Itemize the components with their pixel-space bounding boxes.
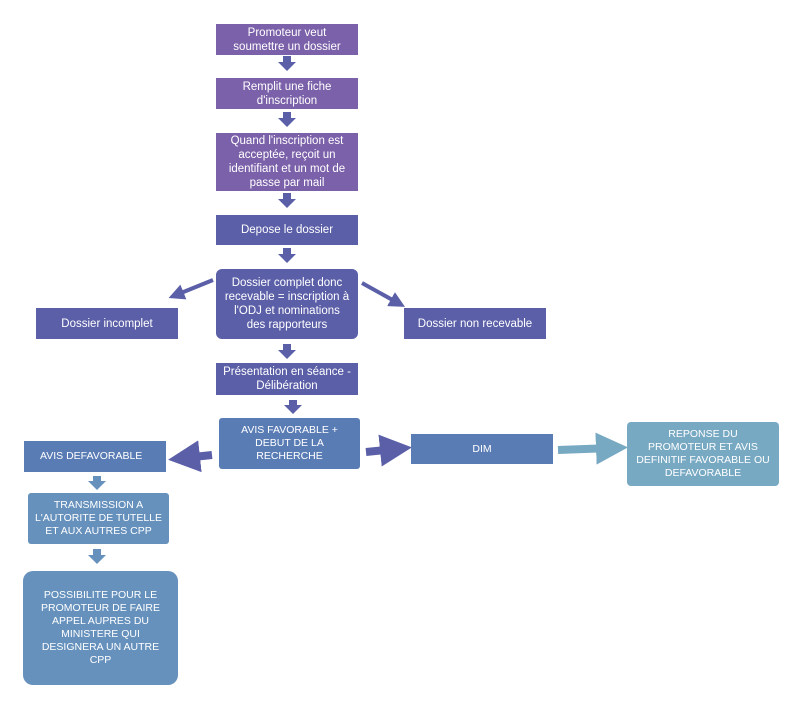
node-fiche-inscription: Remplit une fiche d'inscription bbox=[216, 78, 358, 109]
arrow-favorable-to-dim bbox=[365, 434, 412, 467]
arrow-favorable-to-defavorable bbox=[168, 440, 213, 473]
arrow-identifiant-to-depose bbox=[278, 193, 296, 208]
arrow-transmission-to-possibilite bbox=[88, 549, 106, 564]
arrow-presentation-to-avis bbox=[284, 400, 302, 414]
arrow-fiche-to-identifiant bbox=[278, 112, 296, 127]
node-avis-defavorable: AVIS DEFAVORABLE bbox=[24, 441, 166, 472]
arrow-defavorable-to-transmission bbox=[88, 476, 106, 490]
node-identifiant: Quand l'inscription est acceptée, reçoit… bbox=[216, 133, 358, 191]
arrow-complet-to-non-recevable bbox=[361, 281, 405, 307]
arrow-depose-to-complet bbox=[278, 248, 296, 263]
node-presentation-seance: Présentation en séance - Délibération bbox=[216, 363, 358, 395]
arrow-promoteur-to-fiche bbox=[278, 56, 296, 71]
node-reponse-promoteur: REPONSE DU PROMOTEUR ET AVIS DEFINITIF F… bbox=[627, 422, 779, 486]
arrow-complet-to-presentation bbox=[278, 344, 296, 359]
node-avis-favorable: AVIS FAVORABLE + DEBUT DE LA RECHERCHE bbox=[219, 418, 360, 469]
node-dossier-non-recevable: Dossier non recevable bbox=[404, 308, 546, 339]
node-transmission: TRANSMISSION A L'AUTORITE DE TUTELLE ET … bbox=[28, 493, 169, 544]
node-promoteur: Promoteur veut soumettre un dossier bbox=[216, 24, 358, 55]
arrow-complet-to-incomplet bbox=[168, 278, 214, 300]
node-possibilite-appel: POSSIBILITE POUR LE PROMOTEUR DE FAIRE A… bbox=[23, 571, 178, 685]
arrow-dim-to-reponse bbox=[557, 432, 628, 465]
node-dim: DIM bbox=[411, 434, 553, 464]
node-depose-dossier: Depose le dossier bbox=[216, 215, 358, 245]
node-dossier-incomplet: Dossier incomplet bbox=[36, 308, 178, 339]
node-dossier-complet: Dossier complet donc recevable = inscrip… bbox=[216, 269, 358, 339]
